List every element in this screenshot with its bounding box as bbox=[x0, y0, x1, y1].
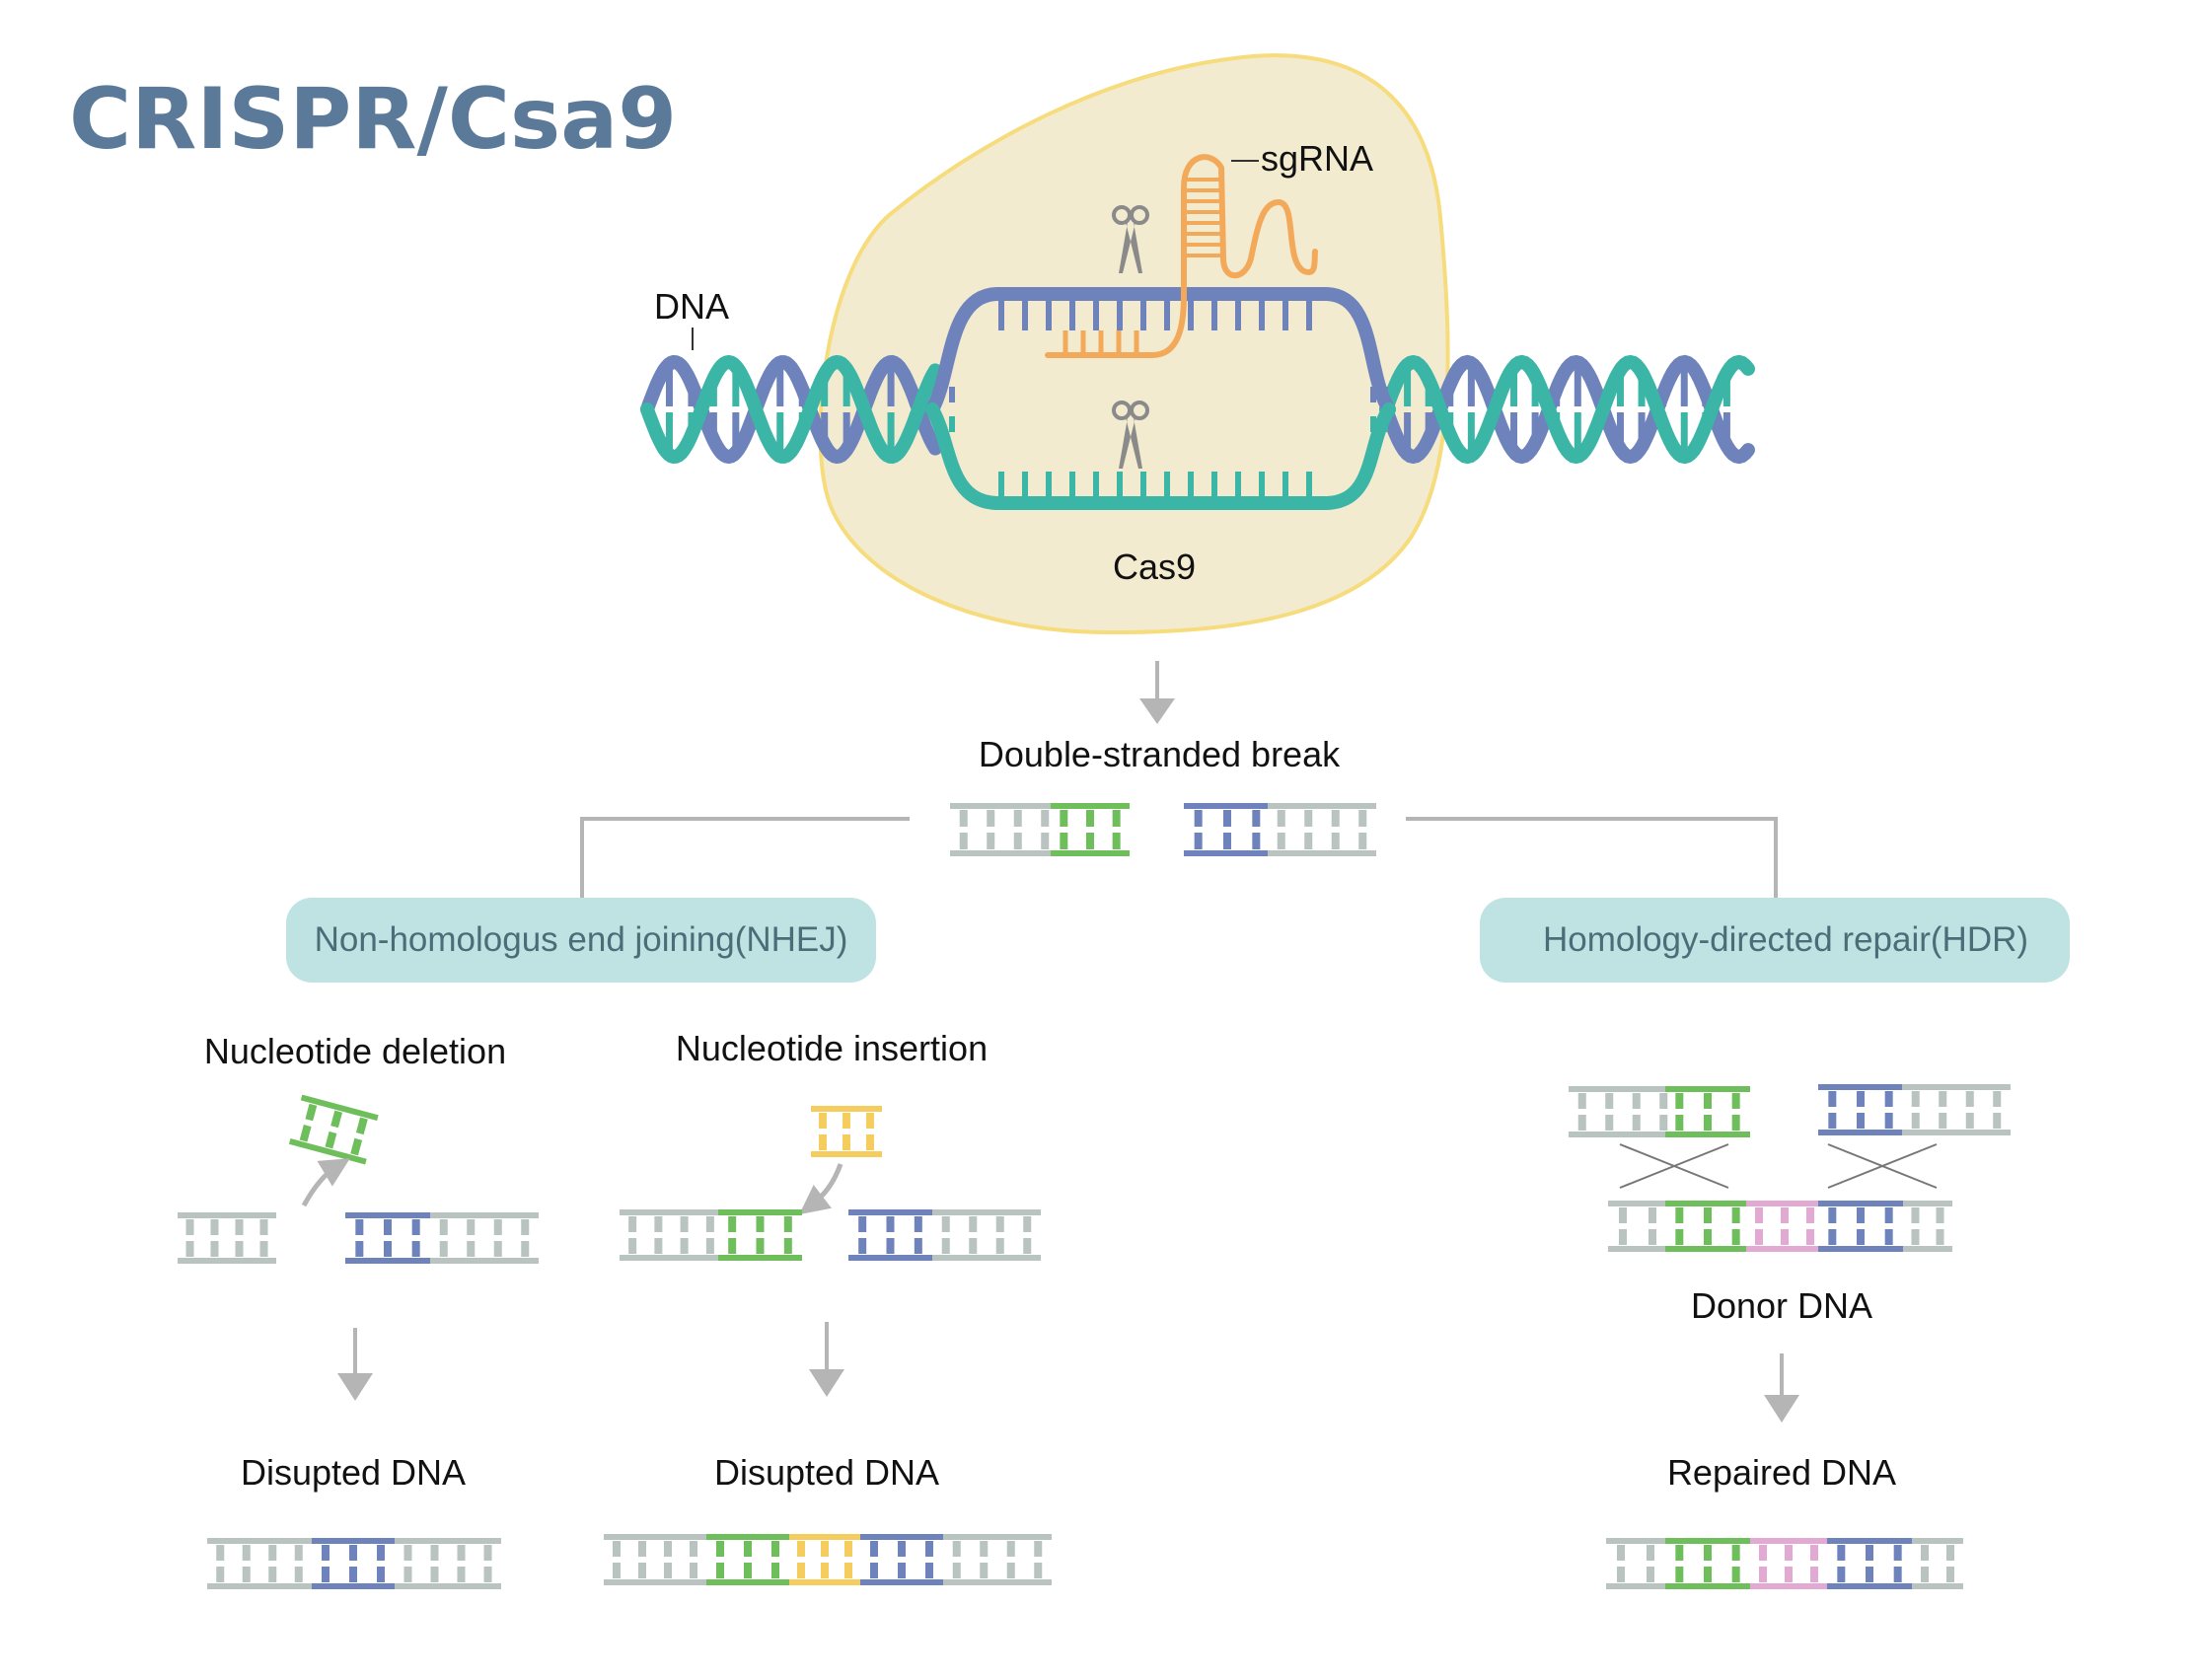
dna-ladder-segment bbox=[604, 1534, 706, 1585]
down-arrow-icon bbox=[1764, 1353, 1799, 1423]
nhej-label: Non-homologus end joining(NHEJ) bbox=[315, 920, 848, 959]
deleted-fragment bbox=[288, 1094, 379, 1165]
dna-ladder-segment bbox=[718, 1209, 802, 1261]
repaired-dna-label: Repaired DNA bbox=[1667, 1452, 1896, 1493]
down-arrow-icon bbox=[1139, 661, 1175, 724]
nhej-dna-segments bbox=[178, 1106, 1041, 1264]
dna-ladder-segment bbox=[395, 1538, 501, 1589]
connector-left bbox=[580, 817, 910, 898]
page-title: CRISPR/Csa9 bbox=[69, 70, 677, 169]
dna-ladder-segment bbox=[943, 1534, 1052, 1585]
result-dna-segments bbox=[207, 1534, 1963, 1589]
dsb-label: Double-stranded break bbox=[979, 734, 1341, 774]
dna-ladder-segment bbox=[620, 1209, 723, 1261]
dna-ladder-segment bbox=[848, 1209, 932, 1261]
dna-ladder-segment bbox=[932, 1209, 1041, 1261]
down-arrow-icon bbox=[337, 1328, 373, 1401]
dna-ladder-segment bbox=[178, 1212, 276, 1264]
dna-ladder-segment bbox=[1268, 803, 1376, 856]
dna-bubble bbox=[925, 287, 1396, 510]
down-arrow-icon bbox=[809, 1322, 844, 1397]
dna-ladder-segment bbox=[345, 1212, 430, 1264]
hdr-dna-segments bbox=[1569, 1084, 2011, 1252]
scissors-icon bbox=[1112, 401, 1149, 469]
connector-right bbox=[1406, 817, 1778, 898]
nhej-box bbox=[286, 898, 876, 983]
dna-ladder-segment bbox=[860, 1534, 943, 1585]
donor-dna-segment bbox=[1818, 1201, 1903, 1252]
dna-ladder-segment bbox=[430, 1212, 539, 1264]
cas9-label: Cas9 bbox=[1113, 547, 1196, 587]
donor-dna-label: Donor DNA bbox=[1691, 1285, 1872, 1326]
dna-ladder-segment bbox=[789, 1534, 860, 1585]
dna-ladder-segment bbox=[1184, 803, 1271, 856]
dna-ladder-segment bbox=[1912, 1538, 1963, 1589]
donor-dna-segment bbox=[1608, 1201, 1667, 1252]
curved-arrow-icon bbox=[301, 1158, 350, 1207]
dna-ladder-segment bbox=[1051, 803, 1130, 856]
dna-ladder-segment bbox=[950, 803, 1059, 856]
dna-top-strand bbox=[925, 287, 1396, 416]
dna-ladder-segment bbox=[1827, 1538, 1912, 1589]
hdr-label: Homology-directed repair(HDR) bbox=[1543, 920, 2028, 959]
sgrna-label: sgRNA bbox=[1261, 138, 1373, 179]
dna-ladder-segment bbox=[706, 1534, 789, 1585]
dna-ladder-segment bbox=[1665, 1538, 1750, 1589]
double-stranded-break-dna bbox=[950, 803, 1376, 856]
insertion-label: Nucleotide insertion bbox=[676, 1028, 988, 1068]
hdr-box bbox=[1480, 898, 2070, 983]
dna-ladder-segment bbox=[1902, 1084, 2011, 1135]
recombination-cross bbox=[1619, 1143, 1938, 1189]
dna-ladder-segment bbox=[1569, 1086, 1677, 1137]
sgrna-structure bbox=[1045, 154, 1318, 358]
dna-bottom-strand bbox=[925, 402, 1396, 510]
scissors-icon bbox=[1112, 205, 1149, 273]
dna-helix-right bbox=[1379, 354, 1755, 465]
dna-label: DNA bbox=[654, 286, 729, 327]
deletion-label: Nucleotide deletion bbox=[204, 1031, 506, 1071]
disrupted-dna-label-mid: Disupted DNA bbox=[714, 1452, 939, 1493]
disrupted-dna-label-left: Disupted DNA bbox=[241, 1452, 466, 1493]
donor-dna-segment bbox=[1903, 1201, 1952, 1252]
dna-ladder-segment bbox=[1606, 1538, 1665, 1589]
donor-dna-segment bbox=[1746, 1201, 1823, 1252]
dna-ladder-segment bbox=[1665, 1086, 1750, 1137]
inserted-fragment bbox=[811, 1106, 882, 1157]
donor-dna-segment bbox=[1665, 1201, 1750, 1252]
dna-ladder-segment bbox=[1818, 1084, 1903, 1135]
curved-arrow-icon bbox=[799, 1163, 843, 1215]
dna-ladder-segment bbox=[312, 1538, 395, 1589]
dna-ladder-segment bbox=[1750, 1538, 1827, 1589]
dna-ladder-segment bbox=[207, 1538, 312, 1589]
dna-helix-left bbox=[640, 354, 942, 465]
dna-ladder-segment bbox=[288, 1094, 379, 1165]
